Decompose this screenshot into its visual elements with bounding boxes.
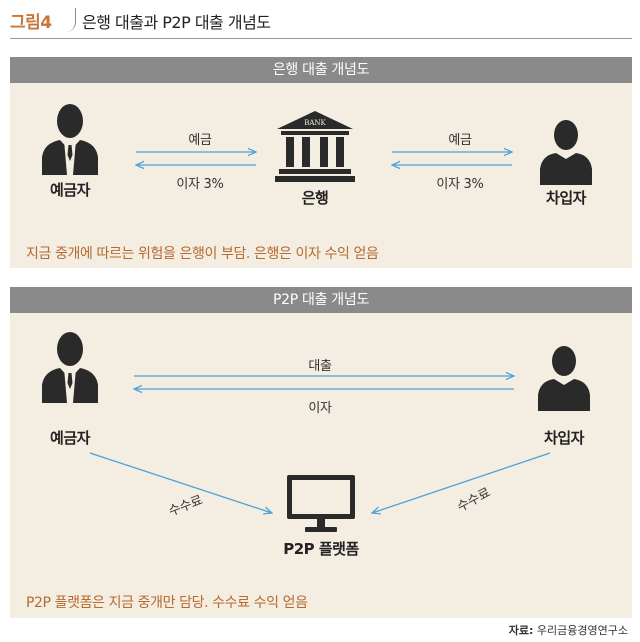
bank-panel-note: 지금 중개에 따르는 위험을 은행이 부담. 은행은 이자 수익 얻음 [26,246,379,262]
source-credit: 자료: 우리금융경영연구소 [509,622,628,638]
p2p-borrower-icon [538,346,590,411]
p2p-bottom-label: 이자 [308,401,332,416]
bank-right-arrows [386,147,516,173]
borrower-icon [540,120,592,185]
p2p-depositor-caption: 예금자 [50,429,90,447]
bank-building-icon: BANK [275,111,355,182]
bank-loan-panel: 은행 대출 개념도 예금자 예금 이자 3% BANK 은행 예금 이자 3% … [10,57,632,268]
source-text: 우리금융경영연구소 [536,624,628,637]
bank-caption: 은행 [301,189,329,207]
figure-title: 은행 대출과 P2P 대출 개념도 [82,13,271,32]
monitor-icon [287,475,355,532]
bank-right-top-label: 예금 [448,133,472,148]
bank-right-bottom-label: 이자 3% [436,177,484,192]
p2p-panel-header: P2P 대출 개념도 [10,287,632,313]
bank-panel-header: 은행 대출 개념도 [10,57,632,83]
p2p-loan-panel: P2P 대출 개념도 예금자 대출 이자 차입자 수수료 수수료 P2P 플랫폼… [10,287,632,618]
bank-left-top-label: 예금 [188,133,212,148]
bank-sign-text: BANK [304,119,326,127]
p2p-depositor-icon [42,332,98,403]
p2p-long-arrows [128,371,518,397]
p2p-borrower-caption: 차입자 [544,429,584,447]
figure-tag-separator [66,8,76,32]
bank-borrower-caption: 차입자 [546,189,586,207]
p2p-fee-arrows [89,452,551,618]
figure-header: 그림4 은행 대출과 P2P 대출 개념도 [0,0,640,40]
bank-left-arrows [130,147,260,173]
figure-tag: 그림4 [10,13,52,33]
depositor-icon [42,104,98,175]
p2p-panel-note: P2P 플랫폼은 지금 중개만 담당. 수수료 수익 얻음 [26,595,308,611]
p2p-platform-caption: P2P 플랫폼 [283,540,359,558]
bank-left-bottom-label: 이자 3% [176,177,224,192]
bank-depositor-caption: 예금자 [50,181,90,199]
source-label: 자료: [508,624,534,637]
p2p-top-label: 대출 [308,359,332,374]
figure-rule [10,38,632,39]
